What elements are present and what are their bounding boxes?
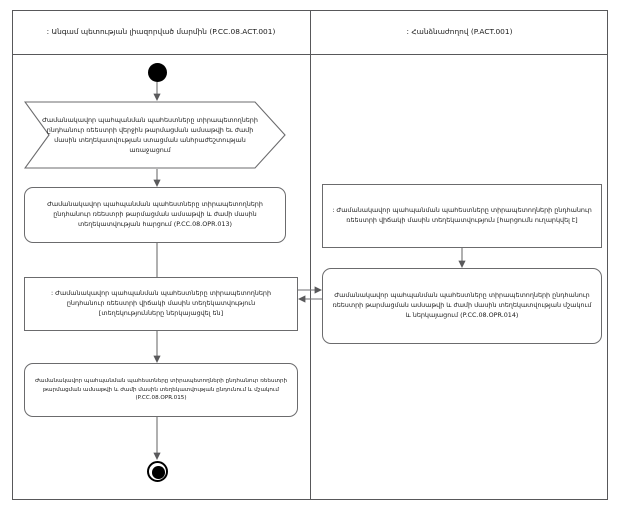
action-node-opr-014-label: Ժամանակավոր պահպանման պահեստները տիրապետ… — [332, 291, 592, 319]
swimlane-header-right: : Հանձնաժողով (P.ACT.001) — [406, 27, 513, 36]
action-node-opr-015-label: Ժամանակավոր պահպանման պահեստները տիրապետ… — [34, 378, 288, 402]
swimlane-vertical-divider — [310, 10, 311, 500]
object-node-request-sent-label: : Ժամանակավոր պահպանման պահեստները տիրապ… — [332, 206, 592, 224]
action-node-opr-013-label: Ժամանակավոր պահպանման պահեստները տիրապետ… — [47, 200, 263, 228]
action-node-opr-013[interactable]: Ժամանակավոր պահպանման պահեստները տիրապետ… — [24, 187, 286, 243]
object-node-info-provided-label: : Ժամանակավոր պահպանման պահեստները տիրապ… — [51, 289, 271, 317]
object-node-info-provided[interactable]: : Ժամանակավոր պահպանման պահեստները տիրապ… — [24, 277, 298, 331]
receive-event-shape — [24, 101, 286, 169]
receive-event-label: Ժամանակավոր պահպանման պահեստները տիրապետ… — [42, 115, 258, 155]
final-node[interactable] — [147, 461, 168, 482]
initial-node[interactable] — [148, 63, 167, 82]
action-node-opr-015[interactable]: Ժամանակավոր պահպանման պահեստները տիրապետ… — [24, 363, 298, 417]
action-node-opr-014[interactable]: Ժամանակավոր պահպանման պահեստները տիրապետ… — [322, 268, 602, 344]
object-node-request-sent[interactable]: : Ժամանակավոր պահպանման պահեստները տիրապ… — [322, 184, 602, 248]
swimlane-header-left: : Անգամ պետության լիազորված մարմին (P.CC… — [46, 27, 276, 36]
receive-event-node[interactable]: Ժամանակավոր պահպանման պահեստները տիրապետ… — [24, 101, 286, 169]
